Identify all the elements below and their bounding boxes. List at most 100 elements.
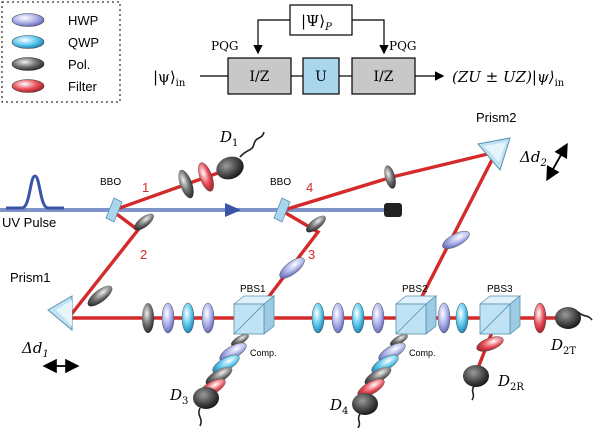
- mode-1-label: 1: [142, 180, 149, 195]
- detector-d2r-icon: [463, 365, 489, 387]
- bbo-2-label: BBO: [270, 177, 291, 188]
- hwp-icon: [371, 302, 385, 334]
- beam-mode-3: [252, 210, 321, 318]
- pqg-right-label: PQG: [389, 39, 417, 53]
- legend-box: [1, 1, 121, 103]
- filter-icon: [533, 302, 547, 334]
- polarizer-icon: [205, 366, 233, 386]
- quantum-circuit: |Ψ⟩P PQG PQG |ψ⟩in I/Z U I/Z (ZU ± UZ)|ψ…: [153, 4, 565, 95]
- d4-label: D4: [329, 396, 348, 417]
- detector-d2t-cable: [577, 311, 593, 321]
- polarizer-icon: [364, 366, 392, 386]
- legend-filter-label: Filter: [68, 79, 98, 94]
- beam-mode-1: [112, 166, 234, 212]
- resource-state-label: |Ψ⟩P: [301, 12, 332, 33]
- hwp-icon: [201, 302, 215, 334]
- d2r-label: D2R: [497, 372, 524, 393]
- detector-d3-icon: [193, 387, 219, 409]
- gate-iz-left-label: I/Z: [250, 69, 270, 85]
- prism-2-label: Prism2: [476, 110, 516, 125]
- polarizer-icon: [178, 169, 194, 199]
- legend: HWP QWP Pol. Filter: [1, 1, 121, 103]
- main-line-optics: [142, 302, 547, 334]
- qwp-icon: [311, 302, 325, 334]
- bbo-crystals: BBO BBO: [100, 177, 291, 223]
- hwp-icon: [437, 302, 451, 334]
- mode-4-label: 4: [306, 180, 313, 195]
- pbs2-label: PBS2: [402, 284, 428, 295]
- detector-d3-cable: [198, 407, 202, 427]
- pbs1-diagonal: [233, 303, 265, 335]
- pqg-left-label: PQG: [211, 39, 239, 53]
- qwp-icon: [455, 302, 469, 334]
- gate-iz-right: [351, 57, 416, 95]
- bbo-crystal-2: [273, 197, 291, 223]
- pbs2-diagonal: [395, 303, 427, 335]
- detector-d2t-icon: [555, 307, 581, 329]
- pbs1: PBS1: [232, 284, 276, 335]
- pbs2: PBS2: [394, 284, 438, 335]
- beam-dump: [384, 203, 402, 217]
- pbs1-label: PBS1: [240, 284, 266, 295]
- gate-iz-left: [227, 57, 292, 95]
- detector-d2r-cable: [471, 385, 475, 401]
- pbs3: PBS3: [478, 284, 522, 335]
- prisms: Prism1 Prism2: [10, 110, 516, 332]
- gate-u-label: U: [315, 69, 327, 85]
- detector-d1-cable: [239, 131, 265, 158]
- hwp-legend-icon: [11, 13, 45, 27]
- bbo-1-label: BBO: [100, 177, 121, 188]
- polarizer-legend-icon: [11, 57, 45, 71]
- comp-1-label: Comp.: [250, 348, 277, 358]
- gate-u: [302, 57, 340, 95]
- legend-hwp-label: HWP: [68, 13, 98, 28]
- mode-3-label: 3: [308, 247, 315, 262]
- prism-1-label: Prism1: [10, 270, 50, 285]
- mode-2-label: 2: [140, 247, 147, 262]
- polarizer-icon: [142, 303, 154, 333]
- d3-label: D3: [169, 386, 188, 407]
- uv-pulse-label: UV Pulse: [2, 215, 56, 230]
- delay-1-label: Δd1: [21, 339, 49, 360]
- uv-direction-arrow: [225, 203, 241, 217]
- detector-d1-icon: [216, 156, 244, 180]
- uv-pulse-shape: [6, 174, 64, 210]
- bbo-crystal-1: [105, 197, 123, 223]
- pqg-left-line: [253, 19, 290, 55]
- hwp-icon: [331, 302, 345, 334]
- detectors: D1 D3 D4 D2T D2R: [169, 128, 593, 428]
- hwp-icon: [442, 230, 470, 250]
- legend-qwp-label: QWP: [68, 35, 99, 50]
- delay-controls: Δd1 Δd2: [21, 142, 568, 374]
- resource-state-box: [289, 4, 353, 36]
- output-state-label: (ZU ± UZ)|ψ⟩in: [452, 68, 565, 89]
- input-state-label: |ψ⟩in: [153, 68, 186, 89]
- detector-d4-icon: [352, 393, 378, 415]
- hwp-icon: [161, 302, 175, 334]
- qwp-legend-icon: [11, 35, 45, 49]
- output-optics: Comp. Comp.: [198, 333, 504, 398]
- uv-beam: UV Pulse: [0, 174, 402, 230]
- polarizer-icon: [87, 285, 113, 307]
- filter-icon: [198, 162, 214, 192]
- d2t-label: D2T: [550, 336, 576, 357]
- comp-2-label: Comp.: [409, 348, 436, 358]
- polarizer-icon: [134, 213, 154, 231]
- legend-pol-label: Pol.: [68, 57, 90, 72]
- filter-icon: [476, 336, 504, 352]
- prism-1-face: [56, 300, 72, 326]
- gate-iz-right-label: I/Z: [374, 69, 394, 85]
- prism-2-face: [484, 142, 506, 162]
- detector-d4-cable: [357, 413, 361, 428]
- polarizer-icon: [306, 215, 326, 233]
- delay-2-label: Δd2: [519, 148, 547, 169]
- delay-2-arrow: [546, 142, 568, 182]
- polarizer-icon: [384, 165, 396, 189]
- pbs3-diagonal: [479, 303, 511, 335]
- compensator-icon: [231, 333, 249, 347]
- qwp-icon: [351, 302, 365, 334]
- pqg-right-line: [352, 19, 389, 55]
- qwp-icon: [181, 302, 195, 334]
